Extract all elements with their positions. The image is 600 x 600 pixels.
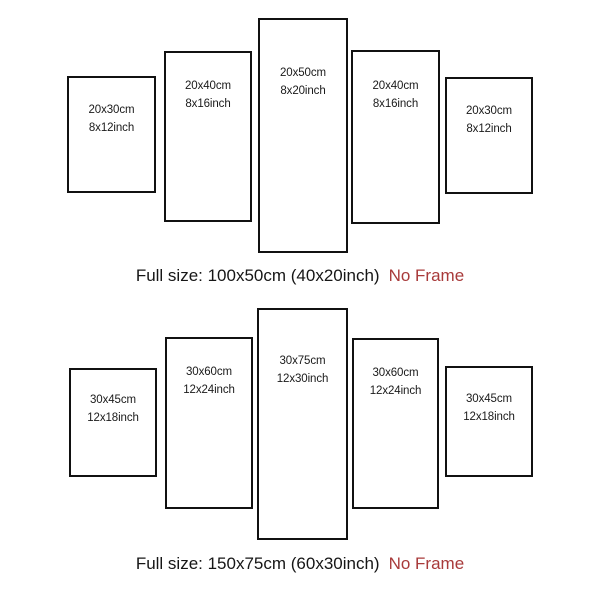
panel-set-bottom: 30x45cm 12x18inch 30x60cm 12x24inch 30x7… bbox=[0, 300, 600, 600]
panel-top-5[interactable]: 20x30cm 8x12inch bbox=[445, 77, 533, 194]
panel-top-3-cm: 20x50cm bbox=[280, 67, 326, 79]
panel-top-3-inch: 8x20inch bbox=[280, 85, 326, 97]
panel-bottom-3[interactable]: 30x75cm 12x30inch bbox=[257, 308, 348, 540]
panel-bottom-5-cm: 30x45cm bbox=[466, 393, 512, 405]
panel-bottom-4-inch: 12x24inch bbox=[369, 385, 422, 397]
panel-top-5-inch: 8x12inch bbox=[466, 123, 512, 135]
panel-bottom-1-labels: 30x45cm 12x18inch bbox=[71, 394, 155, 425]
panel-top-3-labels: 20x50cm 8x20inch bbox=[260, 67, 346, 98]
caption-bottom-note: No Frame bbox=[388, 554, 465, 573]
panel-bottom-2[interactable]: 30x60cm 12x24inch bbox=[165, 337, 253, 509]
panel-bottom-5-labels: 30x45cm 12x18inch bbox=[447, 393, 531, 424]
panel-top-4-labels: 20x40cm 8x16inch bbox=[353, 80, 438, 111]
panel-bottom-3-cm: 30x75cm bbox=[279, 355, 326, 367]
panel-row-top: 20x30cm 8x12inch 20x40cm 8x16inch 20x50c… bbox=[0, 0, 600, 262]
panel-bottom-5-inch: 12x18inch bbox=[463, 411, 515, 423]
caption-bottom: Full size: 150x75cm (60x30inch) No Frame bbox=[0, 553, 600, 574]
panel-row-bottom: 30x45cm 12x18inch 30x60cm 12x24inch 30x7… bbox=[0, 300, 600, 562]
panel-set-top: 20x30cm 8x12inch 20x40cm 8x16inch 20x50c… bbox=[0, 0, 600, 286]
panel-bottom-1-cm: 30x45cm bbox=[90, 394, 136, 406]
panel-top-4-cm: 20x40cm bbox=[372, 80, 419, 92]
panel-top-2[interactable]: 20x40cm 8x16inch bbox=[164, 51, 252, 222]
panel-top-4-inch: 8x16inch bbox=[372, 98, 419, 110]
panel-bottom-2-cm: 30x60cm bbox=[186, 366, 232, 378]
panel-bottom-1[interactable]: 30x45cm 12x18inch bbox=[69, 368, 157, 477]
panel-bottom-4[interactable]: 30x60cm 12x24inch bbox=[352, 338, 439, 509]
panel-top-5-cm: 20x30cm bbox=[466, 105, 512, 117]
caption-bottom-main: Full size: 150x75cm (60x30inch) bbox=[135, 554, 380, 573]
panel-bottom-5[interactable]: 30x45cm 12x18inch bbox=[445, 366, 533, 477]
panel-top-2-inch: 8x16inch bbox=[185, 98, 231, 110]
panel-top-1-cm: 20x30cm bbox=[88, 104, 135, 116]
panel-top-3[interactable]: 20x50cm 8x20inch bbox=[258, 18, 348, 253]
caption-top-note: No Frame bbox=[388, 266, 465, 285]
panel-bottom-3-inch: 12x30inch bbox=[276, 373, 329, 385]
panel-top-2-cm: 20x40cm bbox=[185, 80, 231, 92]
panel-top-5-labels: 20x30cm 8x12inch bbox=[447, 105, 531, 136]
caption-top-main: Full size: 100x50cm (40x20inch) bbox=[135, 266, 380, 285]
caption-top: Full size: 100x50cm (40x20inch) No Frame bbox=[0, 265, 600, 286]
panel-top-1[interactable]: 20x30cm 8x12inch bbox=[67, 76, 156, 193]
panel-top-4[interactable]: 20x40cm 8x16inch bbox=[351, 50, 440, 224]
panel-top-1-labels: 20x30cm 8x12inch bbox=[69, 104, 154, 135]
panel-bottom-3-labels: 30x75cm 12x30inch bbox=[259, 355, 346, 386]
panel-bottom-2-labels: 30x60cm 12x24inch bbox=[167, 366, 251, 397]
panel-bottom-4-labels: 30x60cm 12x24inch bbox=[354, 367, 437, 398]
panel-top-1-inch: 8x12inch bbox=[88, 122, 135, 134]
panel-top-2-labels: 20x40cm 8x16inch bbox=[166, 80, 250, 111]
panel-bottom-2-inch: 12x24inch bbox=[183, 384, 235, 396]
panel-bottom-4-cm: 30x60cm bbox=[372, 367, 419, 379]
panel-bottom-1-inch: 12x18inch bbox=[87, 412, 139, 424]
